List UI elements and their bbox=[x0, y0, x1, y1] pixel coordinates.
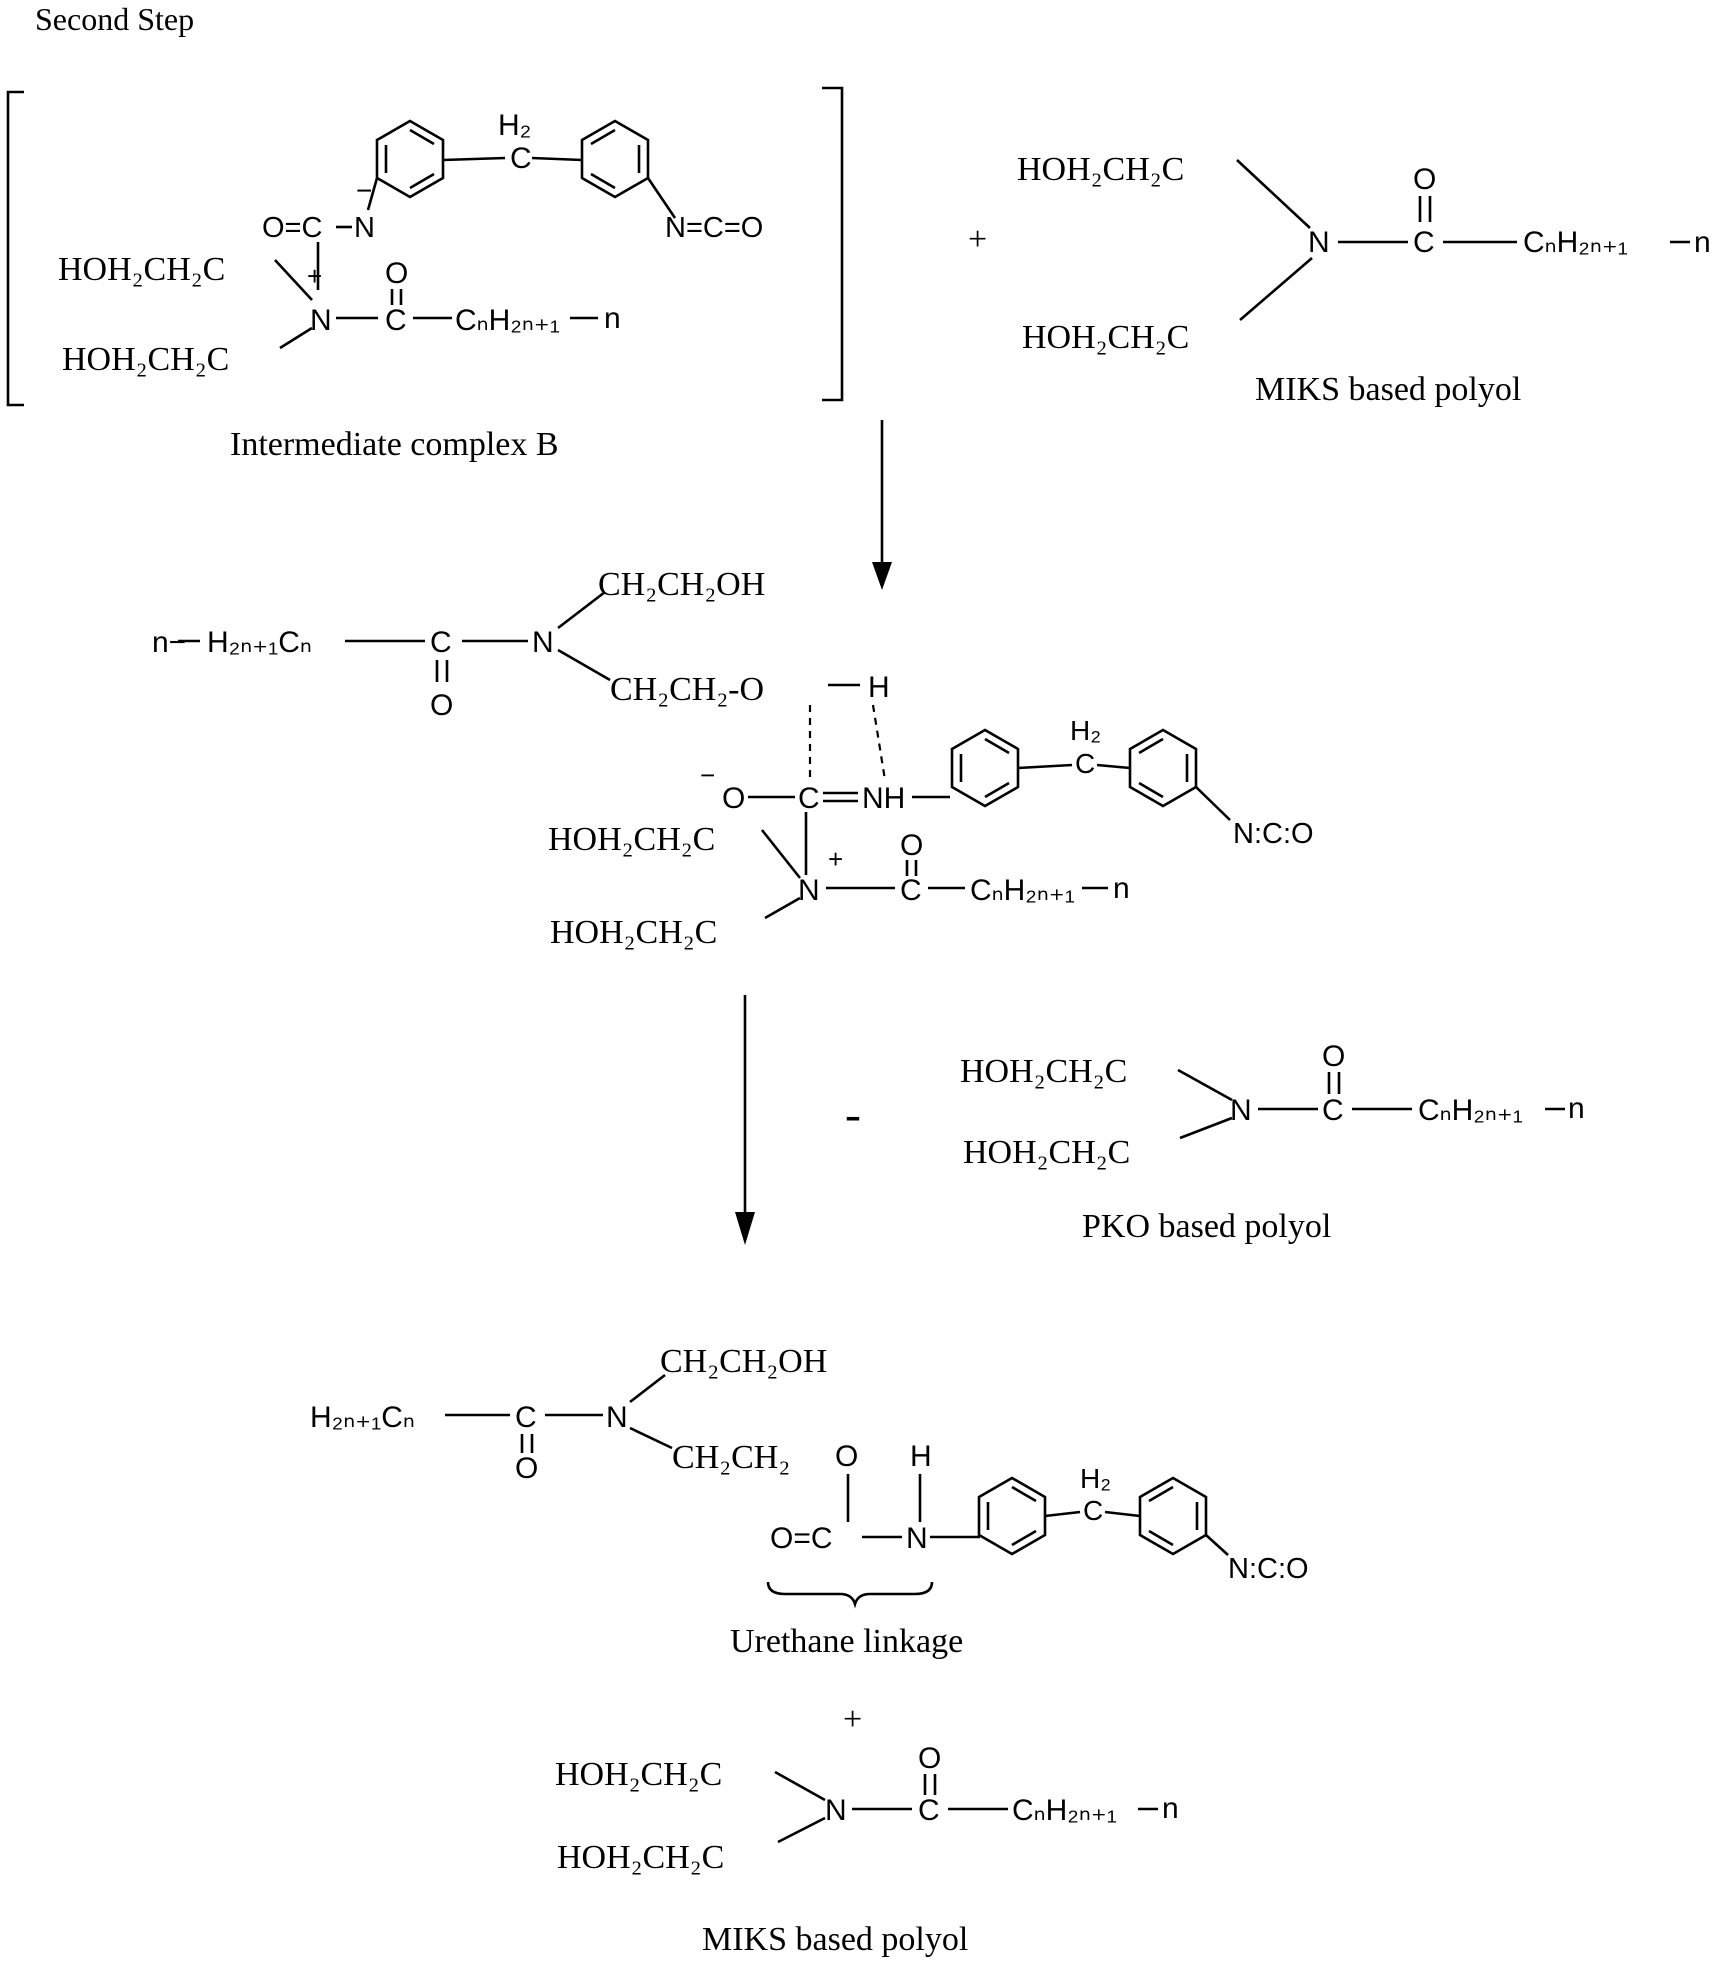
atom-label: O bbox=[722, 782, 745, 815]
charge-sign: + bbox=[307, 261, 322, 291]
reaction-arrow bbox=[872, 420, 892, 590]
atom-label: n bbox=[1568, 1092, 1585, 1125]
atom-label: HOH₂CH₂C bbox=[960, 1053, 1127, 1090]
atom-label: CₙH₂ₙ₊₁ bbox=[455, 304, 560, 337]
atom-label: N bbox=[532, 626, 554, 659]
atom-label: C bbox=[1075, 748, 1095, 779]
atom-label: CₙH₂ₙ₊₁ bbox=[1523, 226, 1628, 259]
atom-label: H bbox=[910, 1440, 932, 1473]
atom-label: H₂ bbox=[1070, 715, 1101, 746]
atom-label: O bbox=[430, 689, 453, 722]
atom-label: CH₂CH₂ bbox=[672, 1439, 790, 1476]
atom-label: HOH₂CH₂C bbox=[62, 341, 229, 378]
atom-label: C bbox=[1322, 1094, 1344, 1127]
intermediate-complex-b: H₂ C N=C=O O=C N − HOH₂CH₂C + N HOH₂CH₂C… bbox=[6, 86, 844, 463]
atom-label: N bbox=[906, 1522, 928, 1555]
atom-label: O bbox=[918, 1742, 941, 1775]
reaction-arrow bbox=[735, 995, 755, 1245]
label-pko-polyol: PKO based polyol bbox=[1082, 1208, 1331, 1245]
scheme-title: Second Step bbox=[35, 1, 194, 37]
atom-label: C bbox=[900, 874, 922, 907]
atom-label: N bbox=[606, 1401, 628, 1434]
label-miks-polyol-top: MIKS based polyol bbox=[1255, 371, 1521, 408]
atom-label: n− bbox=[152, 626, 186, 659]
atom-label: O=C bbox=[770, 1522, 833, 1555]
atom-label: C bbox=[430, 626, 452, 659]
atom-label: N bbox=[1308, 226, 1330, 259]
atom-label: N:C:O bbox=[1228, 1553, 1309, 1585]
benzene-ring bbox=[580, 119, 650, 199]
benzene-ring bbox=[375, 119, 445, 199]
atom-label: O bbox=[1322, 1040, 1345, 1073]
atom-label: CH₂CH₂OH bbox=[598, 566, 765, 603]
atom-label: N=C=O bbox=[665, 212, 763, 244]
atom-label: N bbox=[825, 1794, 847, 1827]
urethane-product: H₂ₙ₊₁Cₙ C O N CH₂CH₂OH CH₂CH₂ O H O=C N … bbox=[310, 1343, 1309, 1660]
atom-label: N bbox=[798, 874, 820, 907]
charge-sign: + bbox=[828, 844, 843, 874]
minus-sign: - bbox=[845, 1088, 861, 1141]
atom-label: C bbox=[515, 1401, 537, 1434]
miks-polyol-bottom: HOH₂CH₂C N HOH₂CH₂C C O CₙH₂ₙ₊₁ n MIKS b… bbox=[555, 1742, 1179, 1958]
benzene-ring bbox=[1138, 1476, 1208, 1556]
atom-label: C bbox=[385, 304, 407, 337]
atom-label: HOH₂CH₂C bbox=[550, 914, 717, 951]
charge-sign: − bbox=[356, 175, 372, 206]
atom-label: H₂ₙ₊₁Cₙ bbox=[310, 1401, 415, 1434]
atom-label: H₂ₙ₊₁Cₙ bbox=[207, 626, 312, 659]
atom-label: N bbox=[1230, 1094, 1252, 1127]
atom-label: O bbox=[835, 1440, 858, 1473]
atom-label: C bbox=[918, 1794, 940, 1827]
atom-label: CH₂CH₂OH bbox=[660, 1343, 827, 1380]
plus-sign: + bbox=[843, 1701, 862, 1738]
transition-complex: n− H₂ₙ₊₁Cₙ C O N CH₂CH₂OH CH₂CH₂-O H − O… bbox=[152, 566, 1314, 951]
atom-label: O bbox=[385, 257, 408, 290]
miks-polyol-top: HOH₂CH₂C N HOH₂CH₂C C O CₙH₂ₙ₊₁ n MIKS b… bbox=[1017, 151, 1711, 408]
atom-label: n bbox=[1113, 872, 1130, 905]
atom-label: HOH₂CH₂C bbox=[555, 1756, 722, 1793]
atom-label: N bbox=[354, 212, 375, 244]
atom-label: CₙH₂ₙ₊₁ bbox=[970, 874, 1075, 907]
atom-label: O bbox=[900, 829, 923, 862]
atom-label: O bbox=[1413, 163, 1436, 196]
atom-label: N bbox=[310, 304, 332, 337]
atom-label: H₂ bbox=[1080, 1463, 1111, 1494]
atom-label: N:C:O bbox=[1233, 818, 1314, 850]
benzene-ring bbox=[950, 728, 1020, 808]
atom-label: n bbox=[604, 302, 621, 335]
atom-label: CₙH₂ₙ₊₁ bbox=[1418, 1094, 1523, 1127]
atom-label: HOH₂CH₂C bbox=[963, 1134, 1130, 1171]
benzene-ring bbox=[977, 1476, 1047, 1556]
charge-sign: − bbox=[700, 760, 715, 790]
urethane-brace bbox=[766, 1581, 934, 1609]
atom-label: NH bbox=[862, 782, 905, 815]
atom-label: HOH₂CH₂C bbox=[58, 251, 225, 288]
plus-sign: + bbox=[968, 221, 987, 258]
benzene-ring bbox=[1128, 728, 1198, 808]
atom-label: n bbox=[1162, 1792, 1179, 1825]
atom-label: C bbox=[1413, 226, 1435, 259]
atom-label: O bbox=[515, 1452, 538, 1485]
label-intermediate-complex-b: Intermediate complex B bbox=[230, 426, 559, 463]
atom-label: C bbox=[798, 782, 820, 815]
atom-label: H bbox=[868, 671, 890, 704]
label-miks-polyol-bottom: MIKS based polyol bbox=[702, 1921, 968, 1958]
hydrogen-bond bbox=[871, 704, 887, 781]
atom-label: H₂ bbox=[498, 109, 531, 142]
label-urethane-linkage: Urethane linkage bbox=[730, 1623, 963, 1660]
atom-label: HOH₂CH₂C bbox=[1017, 151, 1184, 188]
pko-polyol: HOH₂CH₂C N HOH₂CH₂C C O CₙH₂ₙ₊₁ n PKO ba… bbox=[960, 1040, 1585, 1245]
atom-label: HOH₂CH₂C bbox=[1022, 319, 1189, 356]
atom-label: HOH₂CH₂C bbox=[548, 821, 715, 858]
atom-label: HOH₂CH₂C bbox=[557, 1839, 724, 1876]
atom-label: CH₂CH₂-O bbox=[610, 671, 764, 708]
atom-label: O=C bbox=[262, 212, 322, 244]
atom-label: CₙH₂ₙ₊₁ bbox=[1012, 1794, 1117, 1827]
atom-label: C bbox=[1083, 1495, 1103, 1526]
right-bracket bbox=[822, 86, 844, 402]
atom-label: n bbox=[1694, 226, 1711, 259]
atom-label: C bbox=[510, 142, 532, 175]
left-bracket bbox=[6, 90, 24, 407]
